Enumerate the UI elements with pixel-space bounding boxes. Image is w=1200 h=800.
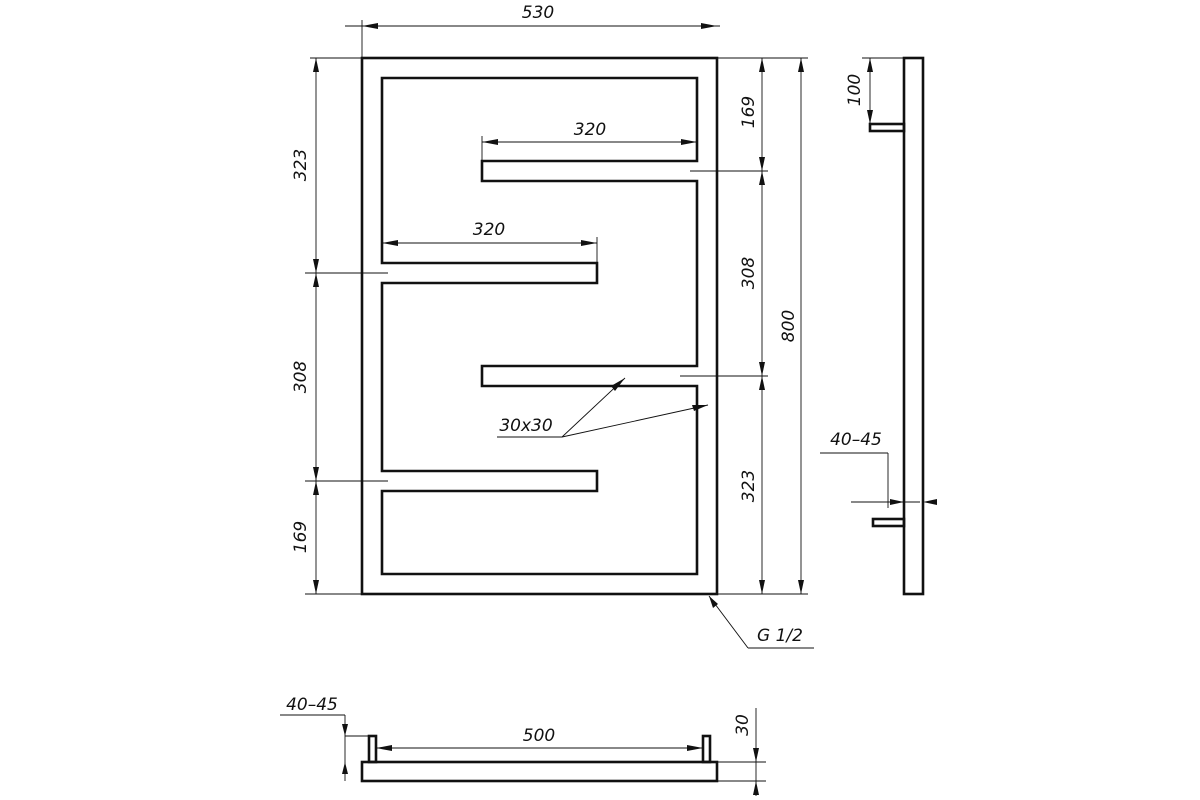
dim-wall-distance-side-label: 40–45 xyxy=(830,430,882,450)
dim-arm-middle-label: 320 xyxy=(473,220,505,240)
dim-height-label: 800 xyxy=(779,310,799,342)
dimension-height: 800 xyxy=(779,58,804,594)
dimension-connection-spacing: 500 xyxy=(376,726,703,751)
dimension-tube-depth: 30 xyxy=(710,708,766,796)
side-view: 100 40–45 xyxy=(820,56,937,596)
dimension-wall-distance-side: 40–45 xyxy=(820,430,937,508)
dim-right-169: 169 xyxy=(739,96,759,128)
dim-right-323: 323 xyxy=(739,470,759,502)
serpentine-tube xyxy=(380,76,699,576)
dimension-width: 530 xyxy=(345,3,720,58)
side-mount-lower xyxy=(871,517,906,528)
side-mount-upper xyxy=(868,122,906,133)
bottom-pipe-right xyxy=(701,734,712,764)
dim-connection-spacing-label: 500 xyxy=(523,726,555,746)
outer-frame xyxy=(360,56,719,596)
side-profile xyxy=(902,56,925,596)
tube-profile-label: 30x30 xyxy=(499,416,552,436)
dim-width-label: 530 xyxy=(522,3,554,23)
front-view: 530 323 308 169 xyxy=(291,3,814,649)
thread-label: G 1/2 xyxy=(757,626,803,646)
leader-thread: G 1/2 xyxy=(708,595,814,649)
dim-tube-depth-label: 30 xyxy=(733,714,753,736)
dim-left-323: 323 xyxy=(291,149,311,181)
dimension-arm-upper: 320 xyxy=(481,120,697,161)
dim-arm-upper-label: 320 xyxy=(574,120,606,140)
bottom-profile xyxy=(360,760,719,783)
dimension-arm-middle: 320 xyxy=(382,220,598,263)
dim-mount-offset-label: 100 xyxy=(845,74,865,106)
dim-right-308: 308 xyxy=(739,257,759,290)
leader-tube-profile: 30x30 xyxy=(497,377,709,438)
dim-left-169: 169 xyxy=(291,521,311,553)
dim-left-308: 308 xyxy=(291,361,311,394)
dimension-right-chain: 169 308 323 xyxy=(680,57,808,595)
dimension-mount-offset: 100 xyxy=(845,57,904,124)
dimension-left-chain: 323 308 169 xyxy=(291,57,388,595)
bottom-pipe-left xyxy=(367,734,378,764)
bottom-view: 40–45 500 30 xyxy=(280,695,766,796)
dimension-wall-distance-bottom: 40–45 xyxy=(280,695,369,781)
dim-wall-distance-bottom-label: 40–45 xyxy=(286,695,338,715)
